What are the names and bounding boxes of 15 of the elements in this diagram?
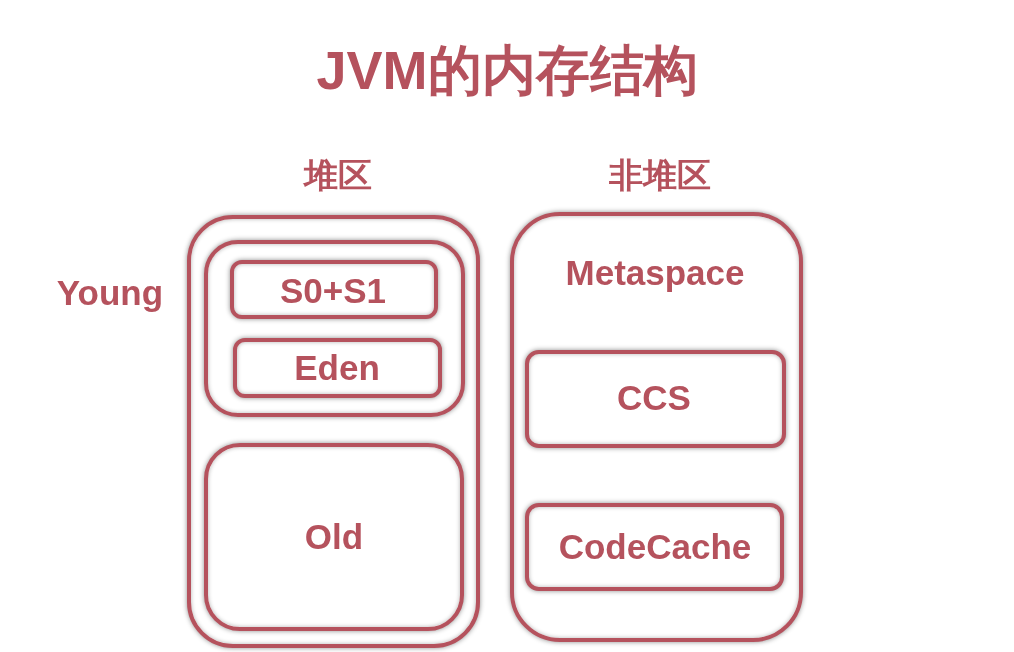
memory-region-box (525, 350, 786, 448)
memory-region-box (204, 443, 464, 631)
node-label: CCS (617, 377, 691, 419)
section-heading: Young (56, 272, 164, 314)
memory-region-box (230, 260, 438, 319)
memory-region-box (233, 338, 442, 398)
memory-region-box (525, 503, 784, 591)
node-label: Eden (294, 347, 380, 389)
node-label: CodeCache (558, 526, 752, 568)
node-label: Metaspace (565, 252, 745, 294)
diagram-title: JVM的内存结构 (315, 39, 699, 102)
section-heading: 非堆区 (609, 156, 711, 196)
section-heading: 堆区 (304, 156, 372, 196)
node-label: Old (304, 516, 364, 558)
node-label: S0+S1 (279, 270, 387, 312)
